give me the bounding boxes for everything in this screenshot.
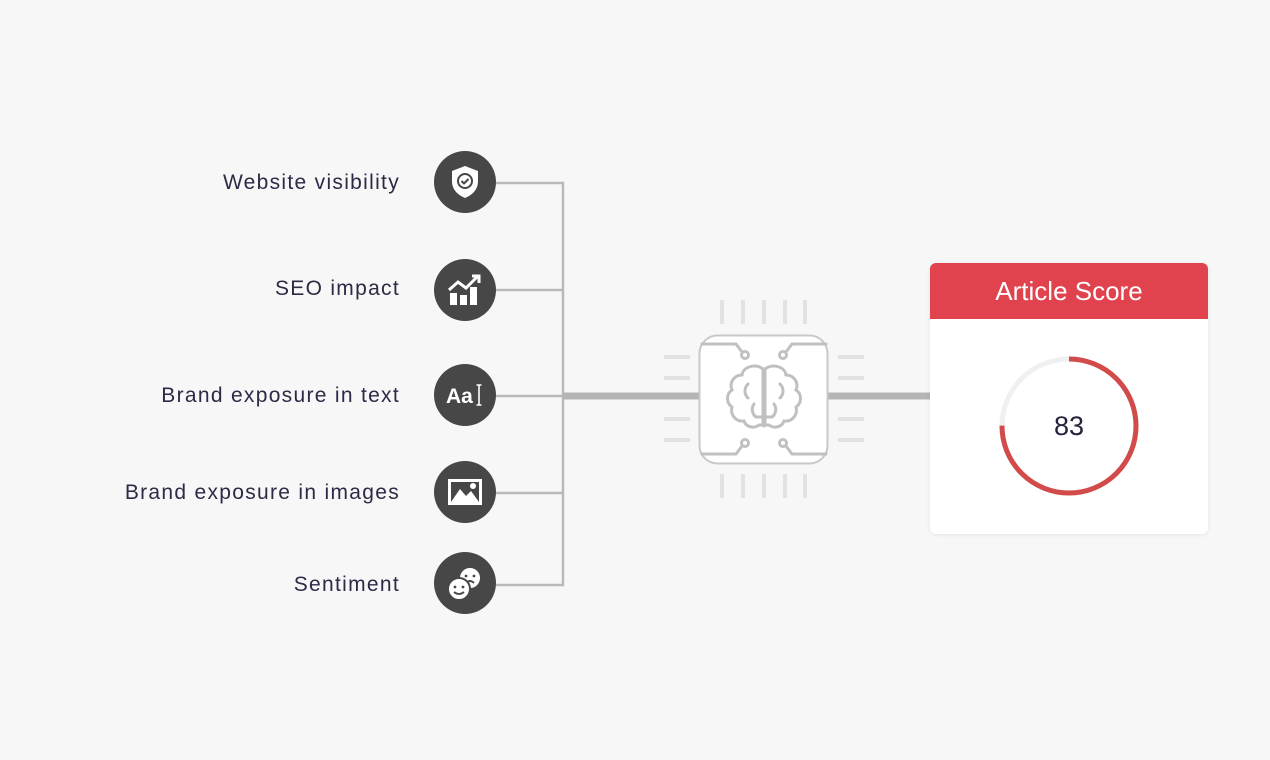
factor-label: SEO impact (274, 277, 400, 300)
text-cursor-icon: Aa (434, 364, 496, 426)
svg-text:Aa: Aa (446, 385, 473, 408)
card-title: Article Score (930, 263, 1208, 319)
image-icon (434, 461, 496, 523)
factor-label: Brand exposure in text (161, 384, 400, 407)
score-value: 83 (1053, 410, 1085, 441)
factor-label: Website visibility (222, 171, 400, 194)
faces-icon (434, 552, 496, 614)
factor-label: Sentiment (293, 573, 400, 596)
article-score-card: Article Score 83 (930, 263, 1208, 534)
chart-growth-icon (434, 259, 496, 321)
score-gauge (999, 356, 1139, 496)
brain-chip-icon (698, 334, 829, 465)
shield-check-icon (434, 151, 496, 213)
factor-label: Brand exposure in images (124, 481, 400, 504)
